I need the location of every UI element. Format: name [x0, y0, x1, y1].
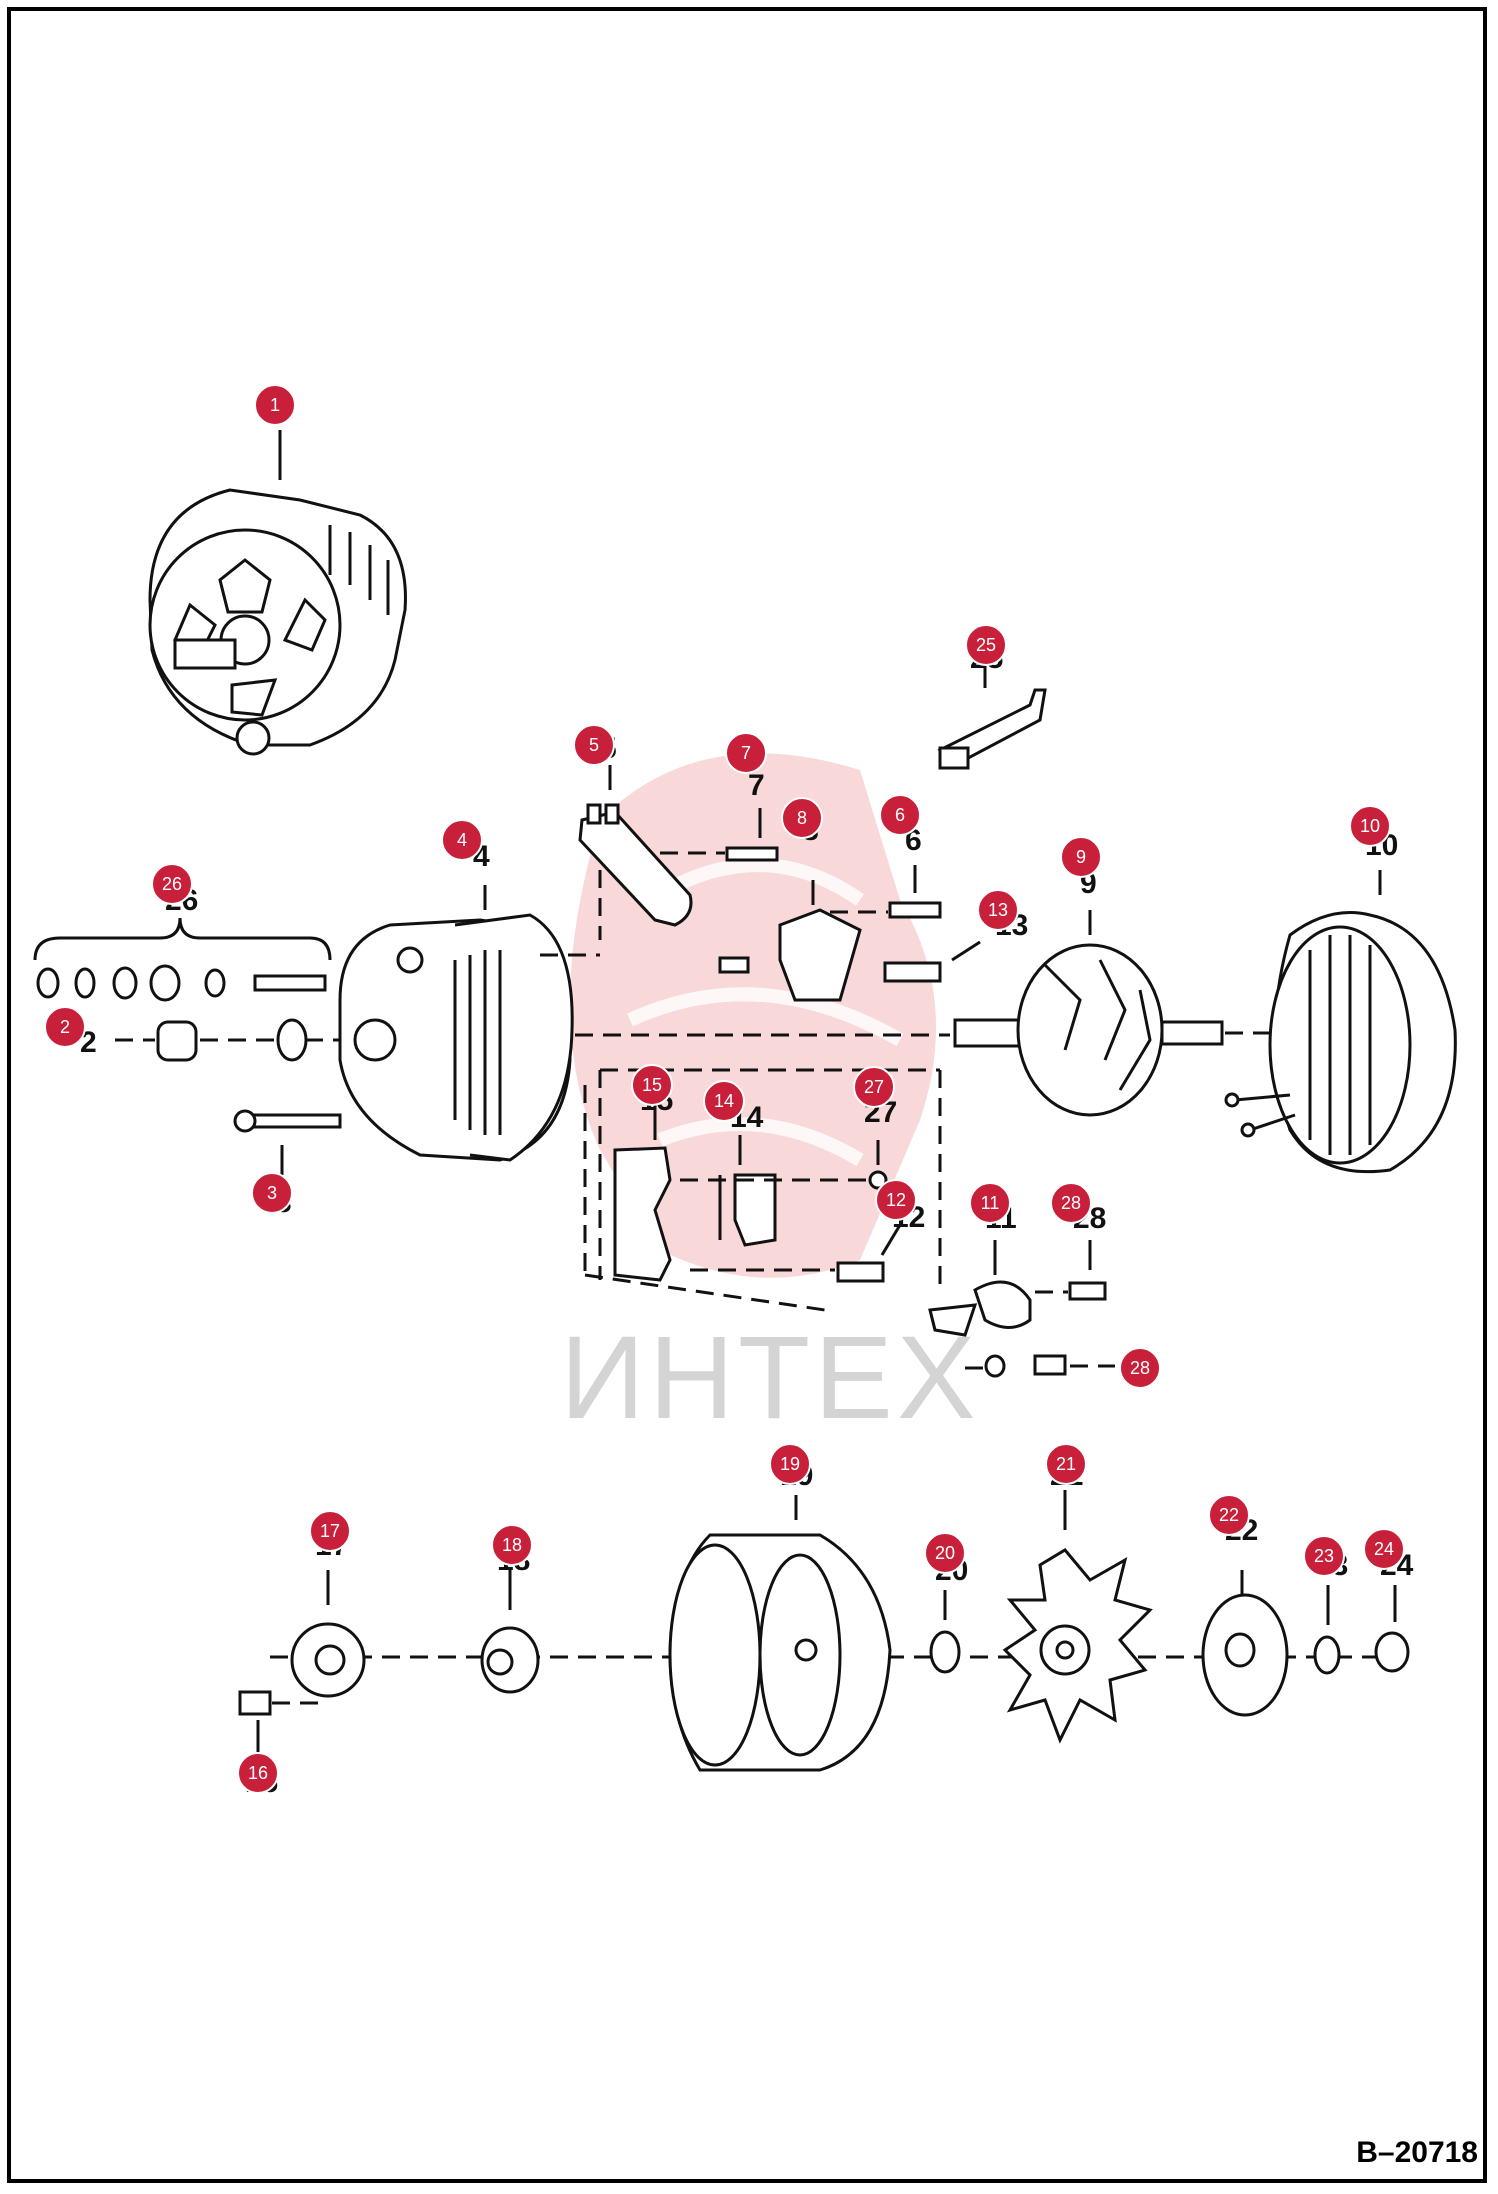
stator	[1224, 870, 1457, 1174]
callout-23[interactable]: 23	[1303, 1535, 1345, 1577]
callout-15[interactable]: 15	[631, 1064, 673, 1106]
svg-text:16: 16	[248, 1763, 268, 1783]
svg-text:27: 27	[864, 1077, 884, 1097]
callout-13[interactable]: 13	[977, 889, 1019, 931]
brush-holder-group	[540, 765, 981, 1002]
svg-text:11: 11	[981, 1193, 1000, 1213]
callouts: 1 2 3 4 5 6 7 8 9 10 11 12 13 14 15 16 1…	[44, 384, 1405, 1794]
callout-25[interactable]: 25	[965, 624, 1007, 666]
callout-3[interactable]: 3	[251, 1172, 293, 1214]
svg-text:1: 1	[270, 395, 280, 415]
callout-7[interactable]: 7	[725, 732, 767, 774]
svg-text:4: 4	[457, 830, 467, 850]
svg-text:28: 28	[1061, 1193, 1081, 1213]
svg-text:25: 25	[976, 635, 996, 655]
svg-text:24: 24	[1374, 1539, 1394, 1559]
svg-text:15: 15	[642, 1075, 662, 1095]
svg-text:26: 26	[162, 874, 182, 894]
terminal-strap	[937, 660, 1047, 770]
drive-end-group	[238, 1490, 1410, 1772]
alternator-assembly	[148, 430, 407, 756]
callout-9[interactable]: 9	[1060, 836, 1102, 878]
hardware-row	[33, 917, 360, 1062]
svg-text:12: 12	[886, 1190, 906, 1210]
svg-text:23: 23	[1314, 1546, 1334, 1566]
callout-4[interactable]: 4	[441, 819, 483, 861]
callout-27[interactable]: 27	[853, 1066, 895, 1108]
callout-18[interactable]: 18	[491, 1524, 533, 1566]
rectifier-regulator-group	[583, 1068, 1115, 1378]
svg-text:18: 18	[502, 1535, 522, 1555]
callout-8[interactable]: 8	[781, 797, 823, 839]
watermark-text: ИНТЕХ	[560, 1312, 980, 1444]
svg-text:7: 7	[741, 743, 751, 763]
svg-text:6: 6	[895, 805, 905, 825]
slip-ring-end-frame	[233, 885, 574, 1175]
svg-text:19: 19	[780, 1454, 800, 1474]
callout-11[interactable]: 11	[969, 1182, 1011, 1224]
callout-22[interactable]: 22	[1208, 1494, 1250, 1536]
callout-17[interactable]: 17	[309, 1510, 351, 1552]
callout-16[interactable]: 16	[237, 1752, 279, 1794]
callout-2[interactable]: 2	[44, 1006, 86, 1048]
rotor	[575, 910, 1275, 1117]
callout-28[interactable]: 28	[1050, 1182, 1092, 1224]
callout-19[interactable]: 19	[769, 1443, 811, 1485]
svg-text:20: 20	[935, 1543, 955, 1563]
svg-text:14: 14	[714, 1091, 734, 1111]
svg-text:9: 9	[1076, 847, 1086, 867]
callout-6[interactable]: 6	[879, 794, 921, 836]
svg-text:5: 5	[589, 735, 599, 755]
callout-24[interactable]: 24	[1363, 1528, 1405, 1570]
callout-28-lower[interactable]: 28	[1119, 1347, 1161, 1389]
callout-20[interactable]: 20	[924, 1532, 966, 1574]
svg-text:2: 2	[60, 1017, 70, 1037]
svg-text:13: 13	[988, 900, 1008, 920]
svg-text:8: 8	[797, 808, 807, 828]
callout-5[interactable]: 5	[573, 724, 615, 766]
callout-21[interactable]: 21	[1045, 1443, 1087, 1485]
svg-text:3: 3	[267, 1183, 277, 1203]
svg-text:22: 22	[1219, 1505, 1239, 1525]
callout-10[interactable]: 10	[1349, 805, 1391, 847]
svg-text:17: 17	[320, 1521, 340, 1541]
svg-text:10: 10	[1360, 816, 1380, 836]
callout-1[interactable]: 1	[254, 384, 296, 426]
svg-text:21: 21	[1056, 1454, 1076, 1474]
callout-12[interactable]: 12	[875, 1179, 917, 1221]
drawing-id: B–20718	[1356, 2136, 1478, 2169]
callout-14[interactable]: 14	[703, 1080, 745, 1122]
label-7: 7	[748, 769, 765, 802]
callout-26[interactable]: 26	[151, 863, 193, 905]
svg-text:28: 28	[1130, 1358, 1150, 1378]
page-frame	[7, 7, 1487, 2183]
